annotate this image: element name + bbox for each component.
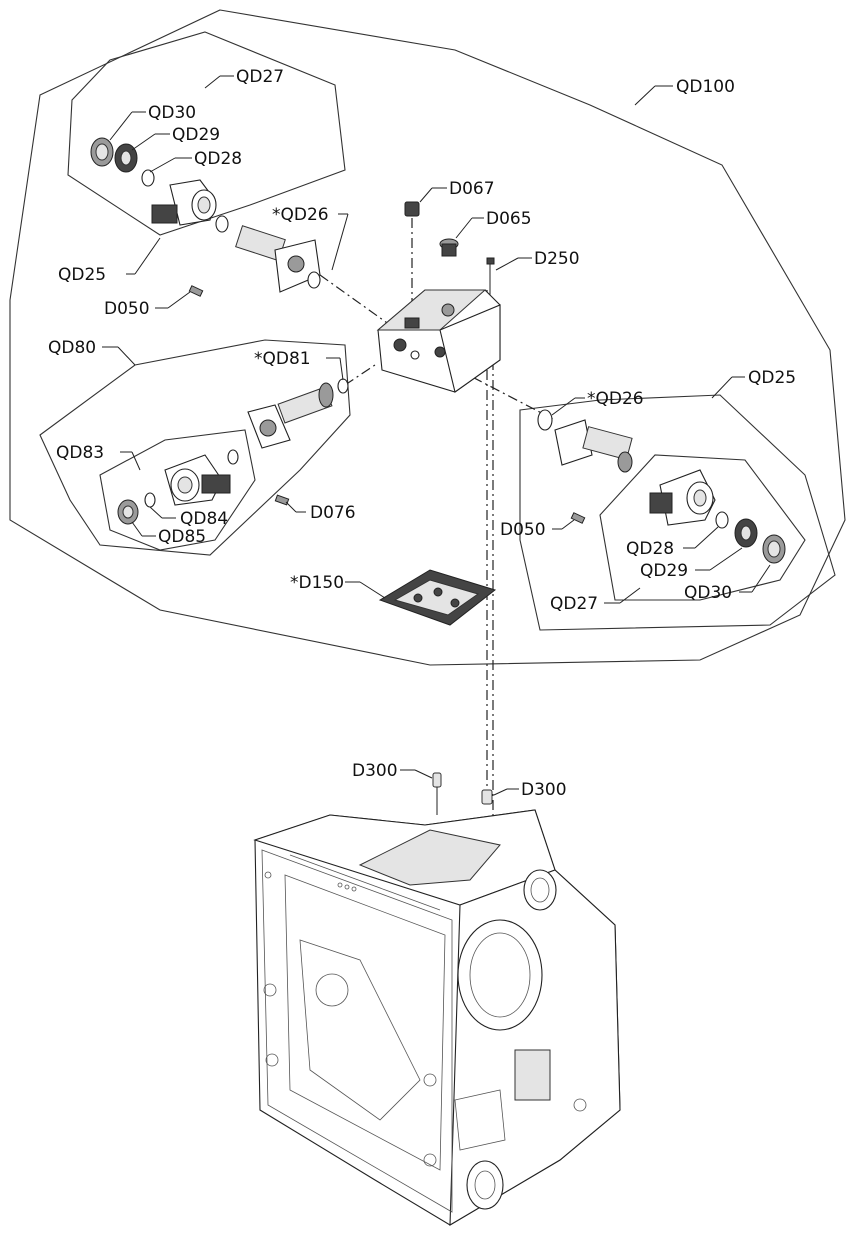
label-d076: D076 <box>310 503 356 523</box>
qd29-top-nut <box>114 143 138 173</box>
qd25-top-valve-cartridge <box>235 225 321 293</box>
qd100-group-outline <box>9 9 846 666</box>
qd30-right-nut <box>762 534 786 564</box>
qd29-right-nut <box>734 518 758 548</box>
qd84-oring <box>144 492 156 508</box>
qd26-top-oring <box>215 215 229 233</box>
qd81-oring <box>337 378 349 394</box>
qd83-group-outline <box>99 429 256 551</box>
d300-left-pin <box>432 772 442 815</box>
d065-plug <box>439 238 459 257</box>
d150-gasket <box>378 569 497 626</box>
qd30-top-nut <box>90 137 114 167</box>
label-qd26-right: *QD26 <box>587 389 644 409</box>
label-qd27-top: QD27 <box>236 67 284 87</box>
label-d250: D250 <box>534 249 580 269</box>
qd81-valve-cartridge <box>277 382 334 424</box>
qd27-right-group-outline <box>599 454 806 601</box>
label-qd100: QD100 <box>676 77 735 97</box>
d076-screw <box>274 494 290 506</box>
d050-right-screw <box>570 512 586 524</box>
label-qd27-right: QD27 <box>550 594 598 614</box>
label-d150: *D150 <box>290 573 344 593</box>
label-d067: D067 <box>449 179 495 199</box>
qd28-right-oring <box>715 511 729 529</box>
qd27-top-solenoid-coil <box>151 179 217 226</box>
label-qd29-top: QD29 <box>172 125 220 145</box>
d050-top-screw <box>188 285 204 297</box>
label-d300-left: D300 <box>352 761 398 781</box>
d067-plug <box>404 201 420 217</box>
qd80-flange <box>247 404 291 449</box>
qd28-right-solenoid-coil <box>649 469 716 526</box>
qd85-nut <box>117 499 139 525</box>
label-qd28-right: QD28 <box>626 539 674 559</box>
label-qd85: QD85 <box>158 527 206 547</box>
label-qd80: QD80 <box>48 338 96 358</box>
d300-right-pin <box>481 789 493 805</box>
qd80-group-outline <box>39 339 351 556</box>
label-d050-right: D050 <box>500 520 546 540</box>
qd26-right-oring <box>537 409 553 431</box>
label-qd25-right: QD25 <box>748 368 796 388</box>
transmission-housing <box>253 809 621 1226</box>
label-d050-top: D050 <box>104 299 150 319</box>
label-d300-right: D300 <box>521 780 567 800</box>
qd25-right-group-outline <box>519 394 836 631</box>
label-qd81: *QD81 <box>254 349 311 369</box>
label-d065: D065 <box>486 209 532 229</box>
label-qd84: QD84 <box>180 509 228 529</box>
label-qd30-right: QD30 <box>684 583 732 603</box>
label-qd28-top: QD28 <box>194 149 242 169</box>
axis-qd81 <box>344 364 376 386</box>
d250-bolt <box>486 257 495 295</box>
qd27-top-group-outline <box>67 31 346 236</box>
qd83-solenoid-coil <box>164 454 231 506</box>
leader-lines <box>102 75 771 796</box>
axis-left-valve <box>319 274 391 326</box>
label-qd29-right: QD29 <box>640 561 688 581</box>
qd26-top-small-oring <box>307 271 321 289</box>
label-qd25-left: QD25 <box>58 265 106 285</box>
label-qd30-top: QD30 <box>148 103 196 123</box>
qd28-top-oring <box>141 169 155 187</box>
manifold-block <box>376 289 501 393</box>
label-qd26-top: *QD26 <box>272 205 329 225</box>
qd83-oring <box>227 449 239 465</box>
qd25-right-valve-cartridge <box>554 419 633 473</box>
label-qd83: QD83 <box>56 443 104 463</box>
